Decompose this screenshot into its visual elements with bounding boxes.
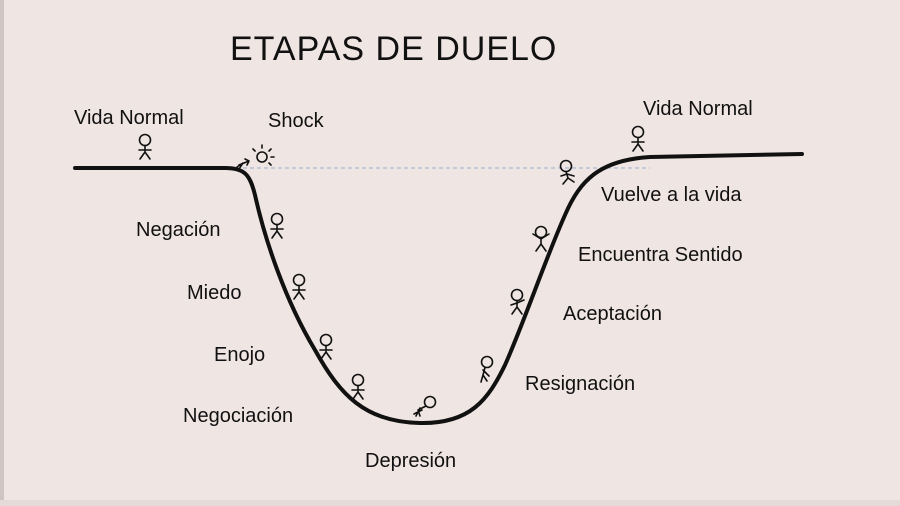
grief-curve xyxy=(73,152,804,426)
slide-title: ETAPAS DE DUELO xyxy=(230,30,558,68)
label-negacion: Negación xyxy=(136,219,221,241)
stick-figure-icon xyxy=(510,288,525,315)
stick-figure-icon xyxy=(292,273,306,300)
label-negociacion: Negociación xyxy=(183,405,294,427)
label-vida-normal-left: Vida Normal xyxy=(74,107,184,129)
stick-figure-icon xyxy=(631,125,645,152)
label-vida-normal-right: Vida Normal xyxy=(643,98,753,120)
slide-bottom-edge xyxy=(0,500,900,506)
label-encuentra-sentido: Encuentra Sentido xyxy=(578,244,743,266)
stick-figure-icon xyxy=(351,373,365,400)
stick-figure-icon xyxy=(480,355,494,383)
stick-figure-icon xyxy=(532,225,550,252)
stick-figure-icon xyxy=(559,159,575,185)
label-vuelve-a-la-vida: Vuelve a la vida xyxy=(601,184,742,206)
sun-icon xyxy=(252,144,275,166)
label-miedo: Miedo xyxy=(187,282,242,304)
label-aceptacion: Aceptación xyxy=(563,303,662,325)
slide-left-edge xyxy=(0,0,4,506)
stick-figure-icon xyxy=(270,212,284,239)
stick-figure-icon xyxy=(236,158,250,170)
stick-figure-icon xyxy=(138,133,152,160)
stick-figure-icon xyxy=(413,395,437,417)
label-resignacion: Resignación xyxy=(525,373,636,395)
stick-figure-icon xyxy=(319,333,333,360)
label-shock: Shock xyxy=(268,110,324,132)
label-enojo: Enojo xyxy=(214,344,266,366)
label-depresion: Depresión xyxy=(365,450,457,472)
